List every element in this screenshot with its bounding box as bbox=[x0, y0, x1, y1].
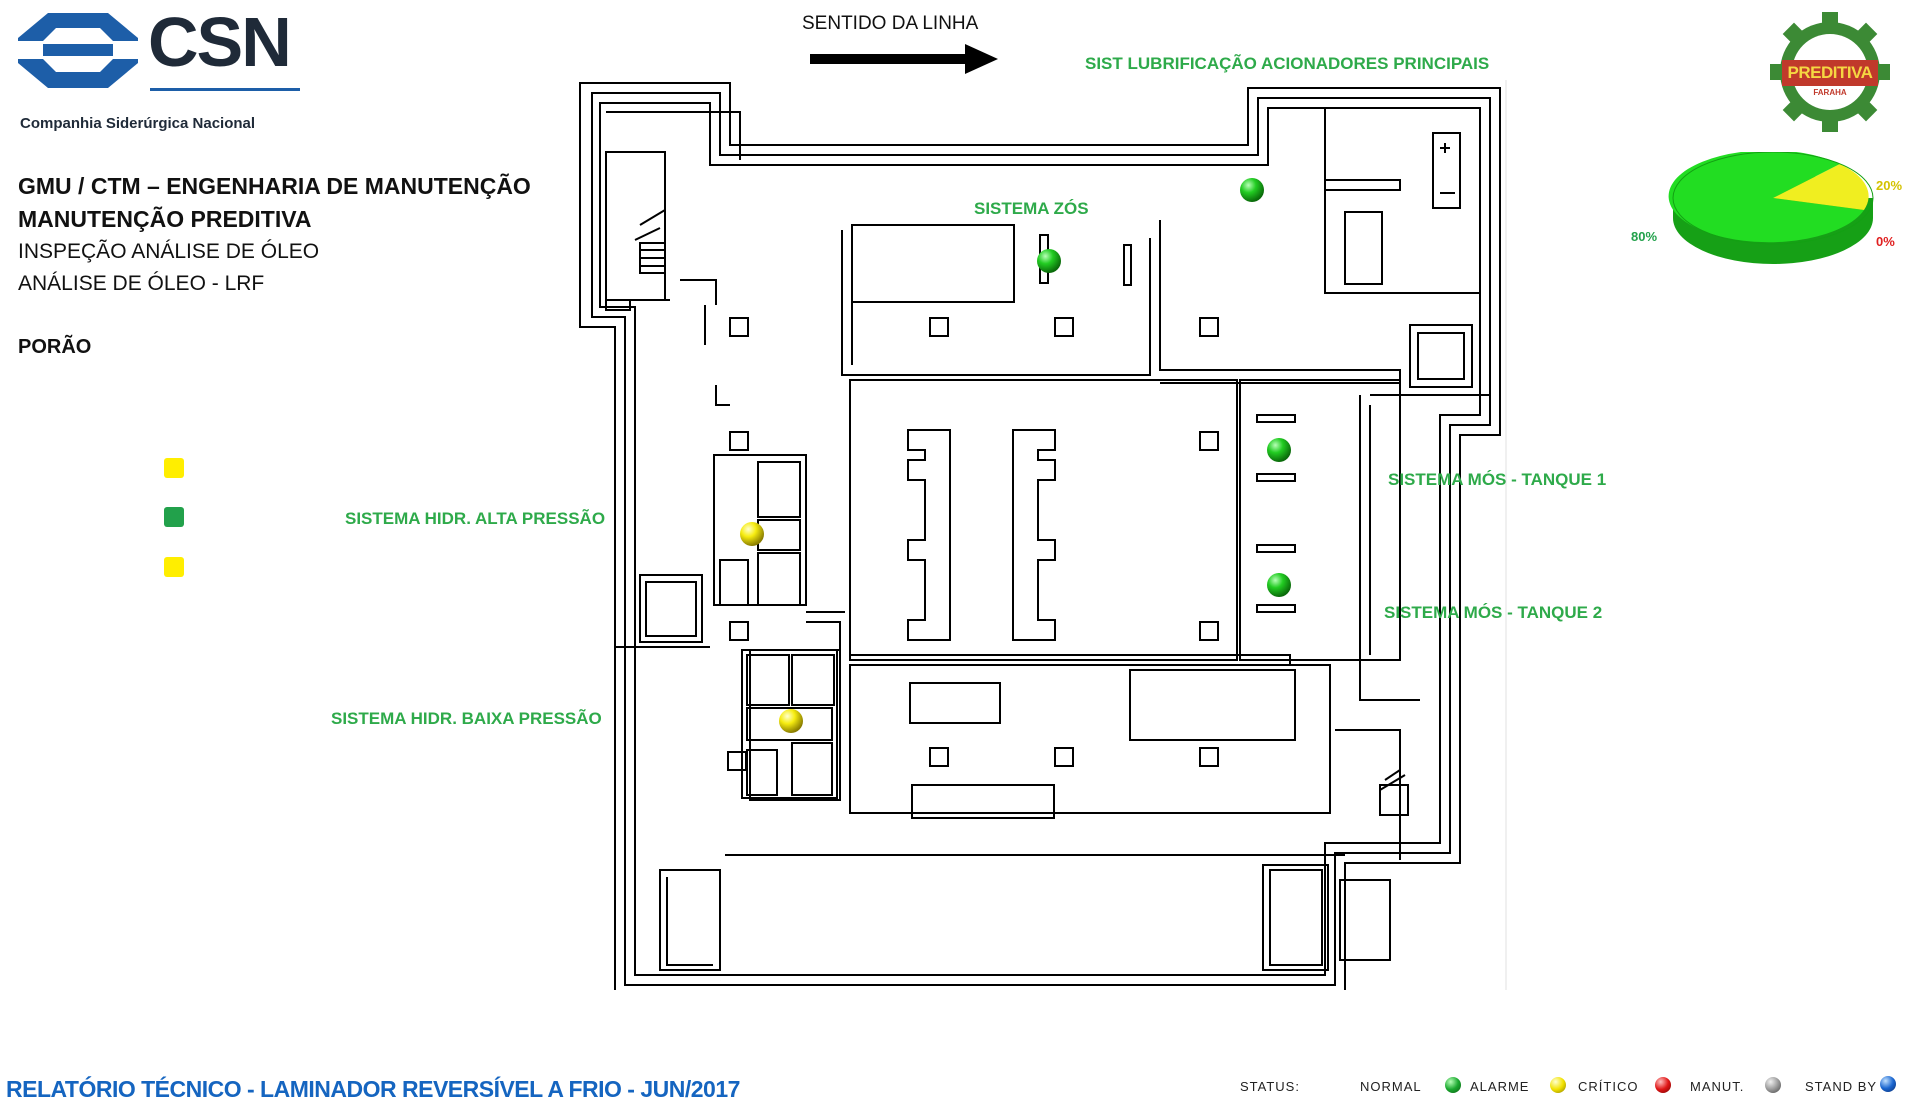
status-pie-chart bbox=[1668, 152, 1874, 264]
pie-label-0: 0% bbox=[1876, 234, 1895, 249]
csn-logo-underline bbox=[150, 88, 300, 91]
marker-mos-tanque-2[interactable] bbox=[1266, 572, 1292, 598]
label-sistema-hidr-alta-pressao: SISTEMA HIDR. ALTA PRESSÃO bbox=[345, 509, 606, 528]
badge-subtext: FARAHA bbox=[1813, 88, 1847, 97]
marker-mos-tanque-1[interactable] bbox=[1266, 437, 1292, 463]
pie-slice-80 bbox=[1668, 152, 1864, 243]
csn-logo: CSN Companhia Siderúrgica Nacional bbox=[18, 3, 308, 132]
label-sistema-hidr-baixa-pressao: SISTEMA HIDR. BAIXA PRESSÃO bbox=[331, 709, 602, 728]
preditiva-badge: PREDITIVA FARAHA bbox=[1770, 8, 1890, 136]
marker-hidr-alta-pressao[interactable] bbox=[739, 521, 765, 547]
status-standby-dot bbox=[1880, 1076, 1896, 1092]
gear-icon bbox=[1770, 12, 1890, 132]
label-sistema-zos: SISTEMA ZÓS bbox=[974, 199, 1089, 218]
marker-zos[interactable] bbox=[1036, 248, 1062, 274]
header-analysis: ANÁLISE DE ÓLEO - LRF bbox=[18, 272, 265, 295]
header-program: MANUTENÇÃO PREDITIVA bbox=[18, 206, 312, 232]
company-full-name: Companhia Siderúrgica Nacional bbox=[20, 115, 256, 132]
header-department: GMU / CTM – ENGENHARIA DE MANUTENÇÃO bbox=[18, 173, 531, 199]
badge-text: PREDITIVA bbox=[1787, 63, 1873, 82]
status-normal-dot bbox=[1445, 1077, 1461, 1093]
status-standby-label: STAND BY bbox=[1805, 1079, 1878, 1094]
legend-square-2 bbox=[164, 507, 184, 527]
marker-lubrificacao[interactable] bbox=[1239, 177, 1265, 203]
status-normal-label: NORMAL bbox=[1360, 1079, 1422, 1094]
label-sist-lubrificacao: SIST LUBRIFICAÇÃO ACIONADORES PRINCIPAIS bbox=[1085, 54, 1490, 73]
label-sistema-mos-tanque-1: SISTEMA MÓS - TANQUE 1 bbox=[1388, 470, 1607, 489]
label-sistema-mos-tanque-2: SISTEMA MÓS - TANQUE 2 bbox=[1384, 603, 1603, 622]
direction-label: SENTIDO DA LINHA bbox=[802, 13, 979, 34]
status-critico-label: CRÍTICO bbox=[1578, 1079, 1639, 1094]
legend-square-3 bbox=[164, 557, 184, 577]
status-legend-title: STATUS: bbox=[1240, 1079, 1300, 1094]
csn-emblem-icon bbox=[18, 13, 138, 88]
status-manut-dot bbox=[1765, 1077, 1781, 1093]
floor-plan bbox=[579, 80, 1507, 990]
pie-label-20: 20% bbox=[1876, 178, 1903, 193]
status-legend: STATUS: NORMAL ALARME CRÍTICO MANUT. STA… bbox=[1240, 1073, 1900, 1099]
pie-label-80: 80% bbox=[1631, 229, 1658, 244]
pie-slice-20 bbox=[1773, 164, 1869, 210]
status-alarme-dot bbox=[1550, 1077, 1566, 1093]
footer-report-title: RELATÓRIO TÉCNICO - LAMINADOR REVERSÍVEL… bbox=[6, 1076, 740, 1102]
marker-hidr-baixa-pressao[interactable] bbox=[778, 708, 804, 734]
status-manut-label: MANUT. bbox=[1690, 1079, 1745, 1094]
header-inspection: INSPEÇÃO ANÁLISE DE ÓLEO bbox=[18, 240, 320, 263]
legend-square-1 bbox=[164, 458, 184, 478]
status-critico-dot bbox=[1655, 1077, 1671, 1093]
csn-logo-text: CSN bbox=[148, 3, 292, 81]
status-alarme-label: ALARME bbox=[1470, 1079, 1530, 1094]
direction-arrow-icon bbox=[810, 44, 998, 74]
header-area: PORÃO bbox=[18, 336, 92, 358]
